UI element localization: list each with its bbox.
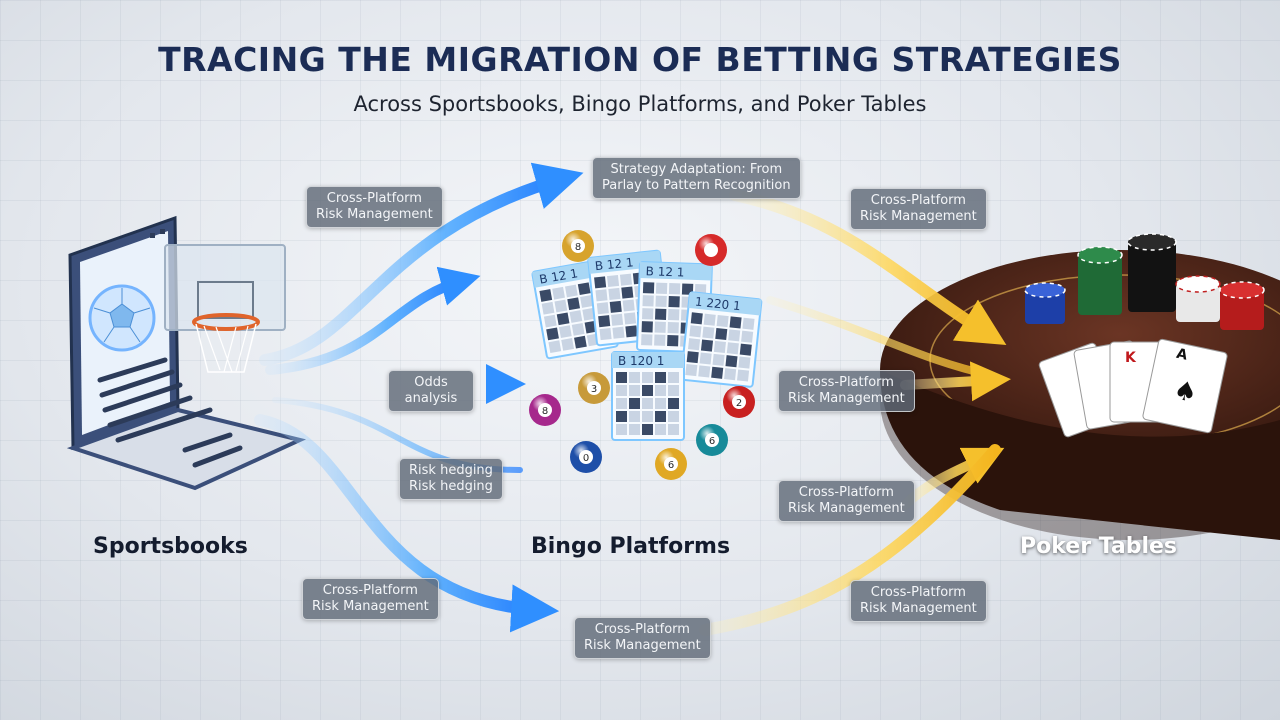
- page-subtitle: Across Sportsbooks, Bingo Platforms, and…: [353, 92, 927, 116]
- svg-text:K: K: [1125, 350, 1137, 366]
- stage-title-poker: Poker Tables: [1020, 534, 1178, 559]
- stage-title-sportsbooks: Sportsbooks: [93, 534, 248, 559]
- bingo-ball: 3: [578, 372, 610, 404]
- basketball-hoop-icon: [164, 244, 286, 373]
- bingo-ball: 8: [562, 230, 594, 262]
- bingo-ball: 2: [723, 386, 755, 418]
- bingo-ball-icon: 8382606: [529, 230, 755, 480]
- bingo-card: B 120 1: [611, 351, 685, 441]
- bingo-card: 1 220 1: [680, 291, 763, 388]
- laptop-icon: [66, 215, 307, 491]
- bingo-card-header: B 12 1: [538, 266, 579, 287]
- page-title: TRACING THE MIGRATION OF BETTING STRATEG…: [158, 40, 1122, 79]
- soccer-ball-icon: [88, 284, 156, 352]
- bingo-ball: 6: [655, 448, 687, 480]
- bingo-ball: 6: [696, 424, 728, 456]
- bingo-ball: 0: [570, 441, 602, 473]
- bingo-ball: 8: [529, 394, 561, 426]
- playing-card-icon: K A ♠: [1038, 338, 1228, 438]
- bingo-ball: [695, 234, 727, 266]
- poker-chip-icon: [1024, 233, 1265, 330]
- bingo-card-icon: B 12 1 B 12 1 B 12 1 1 220 1 B 120 1: [531, 249, 763, 441]
- stage-title-bingo: Bingo Platforms: [531, 534, 731, 559]
- svg-text:A: A: [1175, 346, 1189, 364]
- bingo-card-header: 1 220 1: [694, 295, 741, 314]
- bingo-card-header: B 12 1: [594, 255, 634, 273]
- bingo-card-header: B 12 1: [645, 264, 684, 279]
- bingo-card-header: B 120 1: [618, 354, 664, 368]
